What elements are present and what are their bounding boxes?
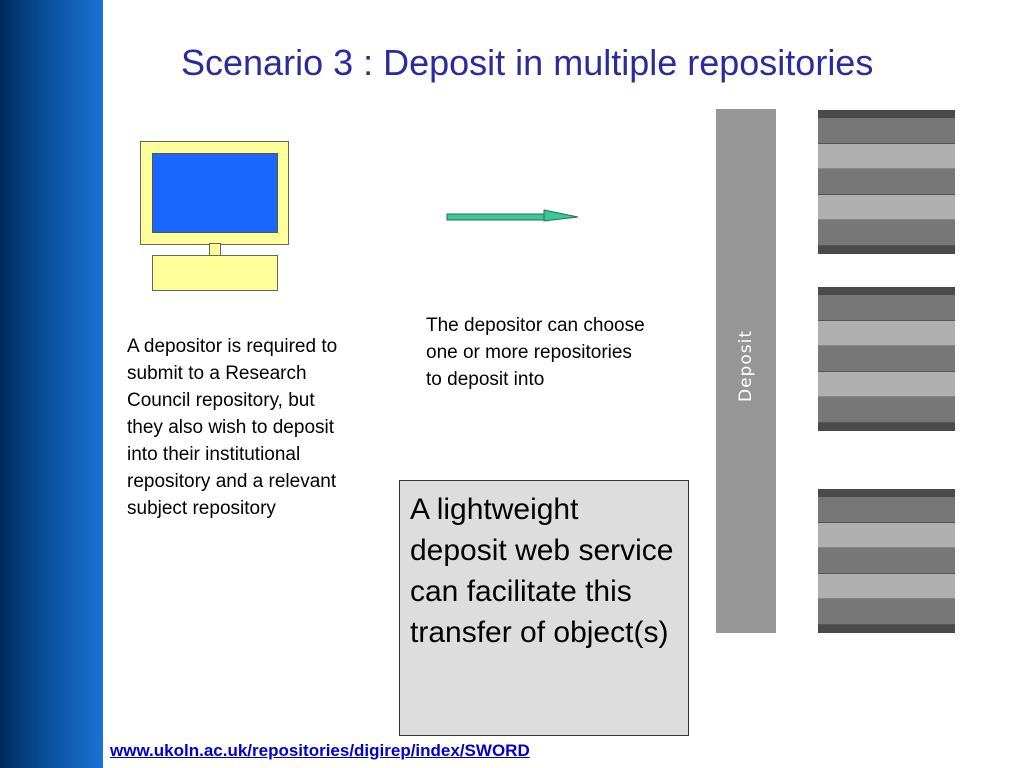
right-arrow-icon [446, 209, 579, 222]
deposit-bar [716, 109, 776, 633]
computer-icon [140, 141, 289, 245]
sidebar-gradient [0, 0, 103, 768]
repository-stack-1 [818, 110, 955, 254]
info-box: A lightweight deposit web service can fa… [399, 480, 689, 736]
choice-description: The depositor can choose one or more rep… [426, 315, 645, 390]
monitor-screen [152, 153, 278, 233]
slide-title: Scenario 3 : Deposit in multiple reposit… [181, 42, 874, 83]
repository-stack-3 [818, 489, 955, 633]
keyboard-icon [152, 255, 278, 291]
footer-link[interactable]: www.ukoln.ac.uk/repositories/digirep/ind… [110, 741, 530, 760]
deposit-label: Deposit [736, 330, 756, 402]
repository-stack-2 [818, 287, 955, 431]
depositor-description: A depositor is required to submit to a R… [127, 336, 338, 519]
